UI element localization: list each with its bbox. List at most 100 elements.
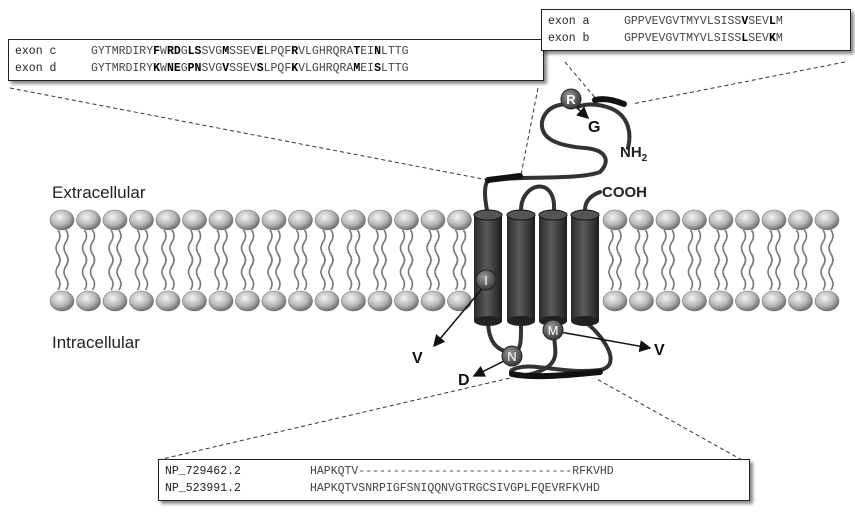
lipid-tail	[356, 254, 360, 290]
variant-residue: RD	[167, 45, 181, 58]
row-label: exon c	[15, 43, 91, 60]
lipid-head	[448, 291, 472, 311]
lipid-head	[315, 210, 339, 230]
sequence-segment: SEV	[748, 15, 769, 28]
lipid-tail	[670, 254, 674, 290]
lipid-tail	[162, 254, 166, 290]
lipid-head	[630, 210, 654, 230]
lipid-head	[262, 291, 286, 311]
lipid-tail	[662, 254, 666, 290]
sequence-segment: M	[776, 15, 783, 28]
lipid-tail	[636, 254, 640, 290]
helix-1	[474, 210, 502, 326]
lipid-head	[709, 210, 733, 230]
lipid-tail	[268, 254, 272, 290]
arrow-r-g	[577, 108, 588, 118]
sequence-segment: SVG	[201, 45, 222, 58]
exon-cd-alignment-box: exon cGYTMRDIRYFWRDGLSSVGMSSEVELPQFRVLGH…	[8, 39, 544, 81]
lipid-head	[395, 210, 419, 230]
lipid-tail	[329, 254, 333, 290]
n-terminus-label: NH2	[620, 144, 648, 164]
substitution-g: G	[588, 119, 600, 136]
variant-residue: K	[769, 32, 776, 45]
lipid-head	[448, 210, 472, 230]
sequence-text: GPPVEVGVTMYVLSISSVSEVLM	[624, 13, 783, 30]
sequence-segment: GYTMRDIRY	[91, 62, 153, 75]
helix-3	[539, 210, 567, 326]
residue-r-label: R	[566, 92, 576, 107]
lipid-tail	[374, 254, 378, 290]
lipid-head	[603, 291, 627, 311]
variant-residue: K	[153, 62, 160, 75]
lipid-tail	[250, 254, 254, 290]
lipid-head	[603, 210, 627, 230]
intracellular-bold-segment	[512, 372, 600, 376]
sequence-segment: EI	[360, 62, 374, 75]
sequence-segment: LPQF	[264, 62, 292, 75]
lipid-head	[762, 291, 786, 311]
lipid-head	[342, 210, 366, 230]
lipid-tail	[768, 254, 772, 290]
extracellular-label: Extracellular	[52, 183, 146, 203]
callout-line-cd-right	[520, 88, 538, 180]
lipid-tail	[189, 254, 193, 290]
lipid-tail	[427, 254, 431, 290]
c-terminal-tail	[585, 192, 600, 210]
lipid-head	[789, 291, 813, 311]
helix-2	[507, 210, 535, 326]
lipid-tail	[803, 254, 807, 290]
lipid-head	[736, 210, 760, 230]
lipid-tail	[750, 254, 754, 290]
sequence-segment: HAPKQTVSNRPIGFSNIQQNVGTRGCSIVGPLFQEVRFKV…	[310, 482, 600, 495]
residue-n: N	[502, 346, 522, 366]
lipid-head	[209, 210, 233, 230]
lipid-head	[77, 291, 101, 311]
lipid-head	[656, 291, 680, 311]
lipid-head	[183, 210, 207, 230]
sequence-segment: VLGHRQRA	[298, 45, 353, 58]
residue-m-label: M	[548, 323, 559, 338]
lipid-head	[156, 210, 180, 230]
sequence-segment: LTTG	[381, 62, 409, 75]
residue-m: M	[543, 320, 563, 340]
sequence-segment: G	[181, 45, 188, 58]
lipid-tail	[348, 254, 352, 290]
row-label: exon a	[548, 13, 624, 30]
lipid-tail	[83, 254, 87, 290]
residue-i-label: I	[484, 273, 488, 288]
lipid-head	[236, 291, 260, 311]
exon-ab-alignment-box: exon aGPPVEVGVTMYVLSISSVSEVLMexon bGPPVE…	[541, 9, 851, 51]
sequence-segment: SSEV	[229, 45, 257, 58]
substitution-v-1: V	[412, 350, 423, 367]
lipid-tail	[170, 254, 174, 290]
lipid-tail	[821, 254, 825, 290]
lipid-head	[395, 291, 419, 311]
lipid-head	[103, 210, 127, 230]
sequence-segment: SEV	[748, 32, 769, 45]
sequence-segment: W	[160, 62, 167, 75]
lipid-head	[368, 210, 392, 230]
row-label: NP_523991.2	[165, 480, 310, 497]
lipid-tail	[144, 254, 148, 290]
lipid-head	[236, 210, 260, 230]
lipid-tail	[276, 254, 280, 290]
sequence-segment: LPQF	[264, 45, 292, 58]
lipid-head	[315, 291, 339, 311]
sequence-segment: EI	[360, 45, 374, 58]
variant-residue: L	[769, 15, 776, 28]
sequence-text: GPPVEVGVTMYVLSISSLSEVKM	[624, 30, 783, 47]
lipid-tail	[242, 254, 246, 290]
row-label: exon d	[15, 60, 91, 77]
sequence-segment: GPPVEVGVTMYVLSISS	[624, 32, 741, 45]
lipid-tail	[117, 254, 121, 290]
lipid-tail	[321, 254, 325, 290]
lipid-tail	[715, 254, 719, 290]
lipid-head	[262, 210, 286, 230]
lipid-tail	[64, 254, 68, 290]
lipid-tail	[776, 254, 780, 290]
